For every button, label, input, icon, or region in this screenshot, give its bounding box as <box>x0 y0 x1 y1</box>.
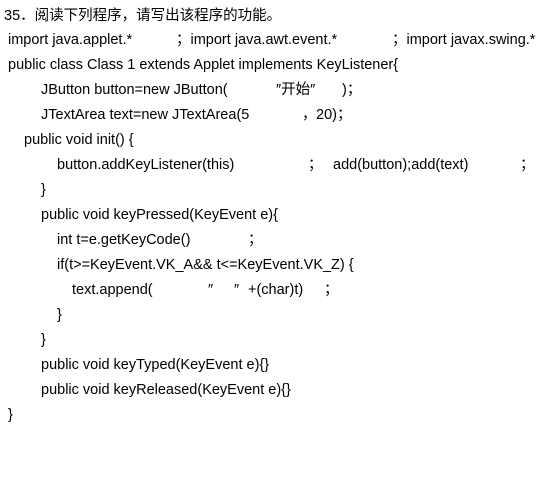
code-line-11-append: text.append( <box>72 282 153 298</box>
code-line-5: public void init() { <box>0 127 134 153</box>
code-line-3-end: )； <box>342 82 362 98</box>
code-line-11-quote-open: ″ <box>208 282 214 298</box>
code-line-6: button.addKeyListener(this) ； add(button… <box>0 152 535 178</box>
code-line-1-import-applet: import java.applet.* <box>8 32 133 48</box>
code-line-6-semicolon-2: ； <box>520 157 535 173</box>
code-line-6-semicolon-1: ； <box>308 157 323 173</box>
question-title-text: 35．阅读下列程序，请写出该程序的功能。 <box>4 8 282 24</box>
code-line-4-comma: ， <box>302 107 317 123</box>
code-line-9-keycode: int t=e.getKeyCode() <box>57 232 191 248</box>
code-line-16-text: } <box>8 407 13 423</box>
code-line-9: int t=e.getKeyCode() ； <box>0 227 263 253</box>
document-page: 35．阅读下列程序，请写出该程序的功能。 import java.applet.… <box>0 3 535 428</box>
code-line-6-add-components: add(button);add(text) <box>333 157 469 173</box>
code-line-7-text: } <box>41 182 46 198</box>
code-line-14-text: public void keyTyped(KeyEvent e){} <box>41 357 270 373</box>
code-line-2: public class Class 1 extends Applet impl… <box>0 52 398 78</box>
code-line-13-text: } <box>41 332 46 348</box>
code-line-1-import-swing: ；import javax.swing.* <box>392 32 536 48</box>
code-line-2-text: public class Class 1 extends Applet impl… <box>8 57 399 73</box>
code-line-12-text: } <box>57 307 62 323</box>
code-line-7: } <box>0 177 46 203</box>
code-line-8-text: public void keyPressed(KeyEvent e){ <box>41 207 278 223</box>
code-line-9-semicolon: ； <box>248 232 263 248</box>
code-line-8: public void keyPressed(KeyEvent e){ <box>0 202 278 228</box>
code-line-1-import-awt-event: ；import java.awt.event.* <box>176 32 338 48</box>
code-line-5-text: public void init() { <box>24 132 134 148</box>
code-line-15-text: public void keyReleased(KeyEvent e){} <box>41 382 291 398</box>
code-line-15: public void keyReleased(KeyEvent e){} <box>0 377 291 403</box>
code-line-4: JTextArea text=new JTextArea(5 ， 20)； <box>0 102 351 128</box>
code-line-10: if(t>=KeyEvent.VK_A&& t<=KeyEvent.VK_Z) … <box>0 252 354 278</box>
code-line-11-semicolon: ； <box>324 282 339 298</box>
code-line-10-text: if(t>=KeyEvent.VK_A&& t<=KeyEvent.VK_Z) … <box>57 257 354 273</box>
code-line-1: import java.applet.* ；import java.awt.ev… <box>0 27 535 53</box>
code-line-6-add-listener: button.addKeyListener(this) <box>57 157 235 173</box>
code-line-11: text.append( ″ ″ +(char)t) ； <box>0 277 339 303</box>
code-line-14: public void keyTyped(KeyEvent e){} <box>0 352 269 378</box>
code-line-11-quote-close: ″ <box>234 282 240 298</box>
code-line-3-button-decl: JButton button=new JButton( <box>41 82 228 98</box>
code-line-11-char-cast: +(char)t) <box>248 282 304 298</box>
code-line-16: } <box>0 402 16 428</box>
question-title: 35．阅读下列程序，请写出该程序的功能。 <box>0 3 281 29</box>
code-line-12: } <box>0 302 62 328</box>
code-line-13: } <box>0 327 46 353</box>
code-line-3: JButton button=new JButton( ″开始″ )； <box>0 77 361 103</box>
code-line-4-textarea-decl: JTextArea text=new JTextArea(5 <box>41 107 250 123</box>
code-line-3-button-label: ″开始″ <box>276 82 316 98</box>
code-line-4-end: 20)； <box>316 107 352 123</box>
